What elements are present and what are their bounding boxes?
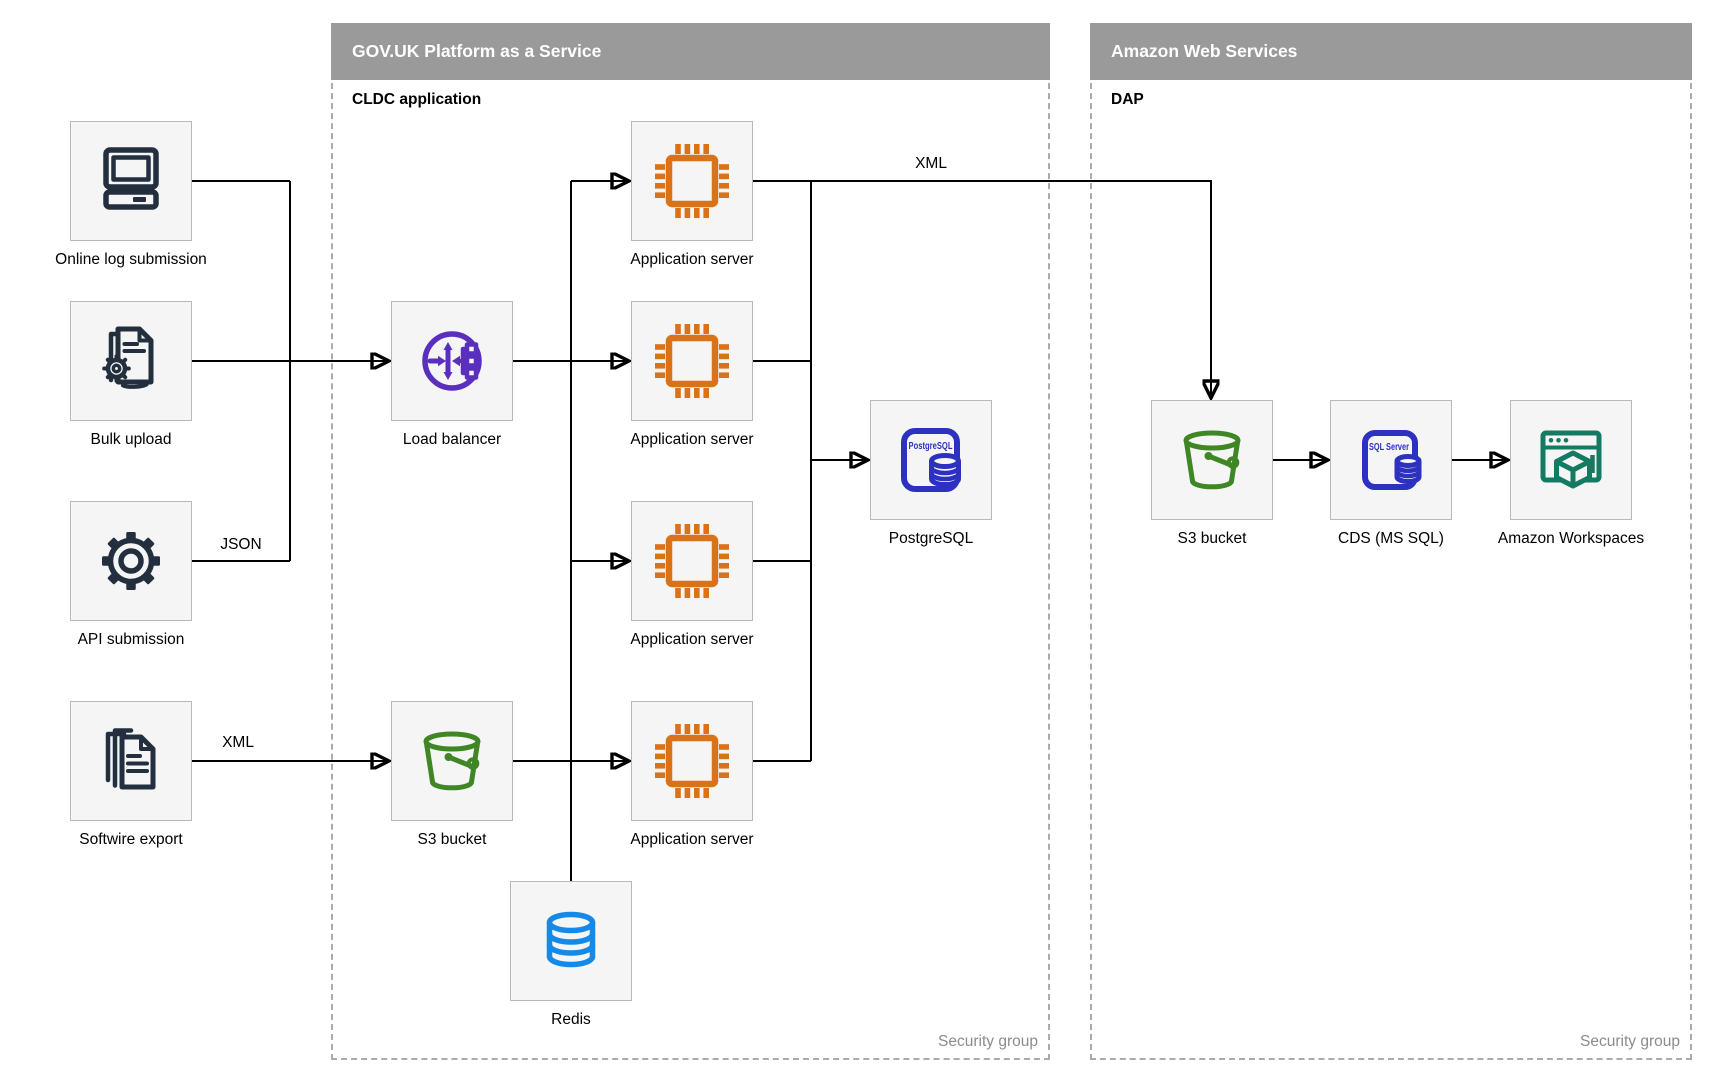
postgresql-box: PostgreSQL: [870, 400, 992, 520]
api-submission-label: API submission: [77, 631, 185, 648]
bucket-icon: [1183, 430, 1241, 490]
cds-label: CDS (MS SQL): [1338, 530, 1444, 547]
online-log-label: Online log submission: [55, 251, 207, 268]
softwire-export-label: Softwire export: [79, 831, 183, 848]
node-bulk-upload: Bulk upload: [70, 301, 192, 448]
paas-sublabel: CLDC application: [352, 91, 482, 108]
postgresql-label: PostgreSQL: [888, 530, 974, 547]
node-redis: Redis: [510, 881, 632, 1028]
node-online-log-submission: Online log submission: [55, 121, 207, 268]
node-api-submission: API submission: [70, 501, 192, 648]
redis-box: [510, 881, 632, 1001]
app-server-2-box: [631, 301, 753, 421]
redis-label: Redis: [551, 1011, 591, 1028]
s3-bucket-aws-box: [1151, 400, 1273, 520]
load-balancer-label: Load balancer: [402, 431, 502, 448]
postgresql-db-icon: PostgreSQL: [901, 428, 961, 492]
edge-label-json: JSON: [220, 536, 261, 553]
workspaces-box: [1510, 400, 1632, 520]
node-cds-mssql: SQL Server CDS (MS SQL): [1330, 400, 1452, 547]
gear-icon: [102, 532, 160, 590]
computer-icon: [103, 147, 159, 210]
app-server-1-box: [631, 121, 753, 241]
softwire-export-box: [70, 701, 192, 821]
bucket-icon: [423, 731, 481, 791]
postgresql-icon-text: PostgreSQL: [909, 440, 953, 452]
paas-header: GOV.UK Platform as a Service: [331, 23, 1050, 80]
node-amazon-workspaces: Amazon Workspaces: [1498, 400, 1644, 547]
cds-icon-text: SQL Server: [1369, 442, 1409, 453]
s3-bucket-paas-label: S3 bucket: [417, 831, 487, 848]
online-log-box: [70, 121, 192, 241]
node-softwire-export: Softwire export: [70, 701, 192, 848]
workspaces-label: Amazon Workspaces: [1497, 530, 1645, 547]
node-postgresql: PostgreSQL PostgreSQL: [870, 400, 992, 547]
bulk-upload-box: [70, 301, 192, 421]
node-s3-bucket-paas: S3 bucket: [391, 701, 513, 848]
app-server-3-label: Application server: [630, 631, 754, 648]
edge-label-xml-top: XML: [915, 155, 947, 172]
aws-security-group-label: Security group: [1580, 1033, 1680, 1050]
sql-server-db-icon: SQL Server: [1362, 430, 1422, 490]
edge-app1-xml-to-aws: [752, 180, 1211, 398]
app-server-3-box: [631, 501, 753, 621]
node-s3-bucket-aws: S3 bucket: [1151, 400, 1273, 547]
chip-icon: [655, 144, 729, 218]
edge-label-xml-softwire: XML: [222, 734, 254, 751]
s3-bucket-paas-box: [391, 701, 513, 821]
app-server-4-box: [631, 701, 753, 821]
workspaces-window-cube-icon: [1540, 430, 1602, 489]
container-govuk-paas: GOV.UK Platform as a Service CLDC applic…: [331, 23, 1050, 1060]
chip-icon: [655, 324, 729, 398]
node-load-balancer: Load balancer: [391, 301, 513, 448]
aws-sublabel: DAP: [1111, 91, 1144, 108]
app-server-4-label: Application server: [630, 831, 754, 848]
app-server-2-label: Application server: [630, 431, 754, 448]
chip-icon: [655, 724, 729, 798]
app-server-1-label: Application server: [630, 251, 754, 268]
database-cylinder-icon: [546, 911, 596, 968]
load-balancer-box: [391, 301, 513, 421]
paas-security-group-label: Security group: [938, 1033, 1038, 1050]
node-app-server-4: Application server: [630, 701, 754, 848]
node-app-server-3: Application server: [630, 501, 754, 648]
chip-icon: [655, 524, 729, 598]
s3-bucket-aws-label: S3 bucket: [1177, 530, 1247, 547]
load-balancer-icon: [422, 331, 482, 391]
document-gear-icon: [102, 326, 154, 389]
bulk-upload-label: Bulk upload: [90, 431, 172, 448]
aws-header: Amazon Web Services: [1090, 23, 1692, 80]
node-app-server-2: Application server: [630, 301, 754, 448]
cds-box: SQL Server: [1330, 400, 1452, 520]
documents-stack-icon: [105, 728, 156, 790]
api-submission-box: [70, 501, 192, 621]
container-aws: Amazon Web Services DAP Security group: [1090, 23, 1692, 1060]
node-app-server-1: Application server: [630, 121, 754, 268]
